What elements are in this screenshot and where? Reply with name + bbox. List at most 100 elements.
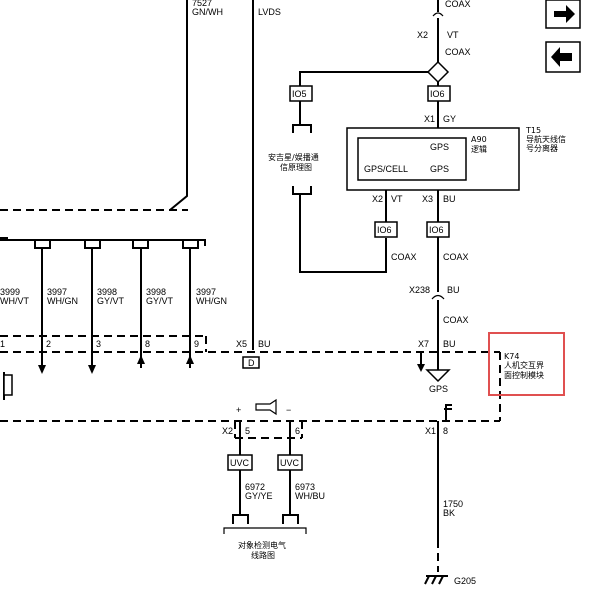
pin-5: 5 — [245, 426, 250, 436]
coax-label-2: COAX — [445, 47, 471, 57]
object-detect-note-2: 线路图 — [251, 550, 275, 560]
gps-label-a90: GPS — [430, 142, 449, 152]
io6-label-top: IO6 — [430, 89, 445, 99]
coax-label-5: COAX — [443, 315, 469, 325]
connector-x238 — [431, 294, 445, 300]
wire-9-color: WH/GN — [196, 296, 227, 306]
pin-x2-lower: X2 — [372, 194, 383, 204]
connector-3998-a — [84, 240, 101, 249]
pin-x3: X3 — [422, 194, 433, 204]
camera-icon — [255, 398, 277, 416]
connector-3997-b — [182, 240, 199, 249]
antitheft-note-2: 信原理图 — [280, 162, 312, 172]
antitheft-connector-bottom — [292, 186, 312, 195]
previous-page-button[interactable] — [545, 41, 581, 73]
d-connector — [242, 356, 260, 369]
wire-8-color: GY/VT — [146, 296, 174, 306]
a90-name: 逻辑 — [471, 144, 487, 154]
coax-label-3: COAX — [391, 252, 417, 262]
connector-6973 — [282, 514, 299, 524]
chassis-ground-symbol — [444, 404, 452, 421]
wire-7527-color: GN/WH — [192, 7, 223, 17]
pin-2: 2 — [46, 339, 51, 349]
wire-6973-color: WH/BU — [295, 491, 325, 501]
pin-x2-top: X2 — [417, 30, 428, 40]
arrow-up-8 — [137, 355, 145, 364]
io5-label: IO5 — [292, 89, 307, 99]
antitheft-return-wire — [299, 194, 387, 273]
connector-3998-b — [132, 240, 149, 249]
k74-id: K74 — [504, 352, 519, 361]
gps-cell-label: GPS/CELL — [364, 164, 408, 174]
pin-8-bottom: 8 — [443, 426, 448, 436]
t15-name-1: 导航天线信 — [526, 134, 566, 144]
wire-8-number: 3998 — [146, 287, 166, 297]
pin-6: 6 — [295, 426, 300, 436]
splice-diamond — [426, 60, 450, 84]
pin-x7: X7 — [418, 339, 429, 349]
wire-6972-color: GY/YE — [245, 491, 273, 501]
ground-label: G205 — [454, 576, 476, 586]
pin-3: 3 — [96, 339, 101, 349]
wire-3-number: 3998 — [97, 287, 117, 297]
pin-x238: X238 — [409, 285, 430, 295]
wire-7527-number: 7527 — [192, 0, 212, 8]
gps-antenna-symbol — [425, 369, 451, 383]
vt-label-lower: VT — [391, 194, 403, 204]
pin-1: 1 — [0, 339, 5, 349]
wire-1-number: 3999 — [0, 287, 20, 297]
gps-label-a90-2: GPS — [430, 164, 449, 174]
wire-3-color: GY/VT — [97, 296, 125, 306]
arrow-right-icon — [554, 5, 575, 23]
wire-1750-color: BK — [443, 508, 455, 518]
pin-x5: X5 — [236, 339, 247, 349]
wire-1750-number: 1750 — [443, 499, 463, 509]
plus-sign: + — [236, 405, 241, 415]
coax-label-4: COAX — [443, 252, 469, 262]
pin-x2-bottom: X2 — [222, 426, 233, 436]
lvds-label: LVDS — [258, 7, 281, 17]
pin-8: 8 — [145, 339, 150, 349]
io6-label-left: IO6 — [377, 225, 392, 235]
t15-id: T15 — [525, 126, 541, 135]
connector-6972 — [232, 514, 249, 524]
k74-name-1: 人机交互界 — [504, 360, 544, 370]
object-detect-note-1: 对象检测电气 — [238, 540, 286, 550]
arrow-down-gps — [417, 364, 425, 372]
pin-9: 9 — [194, 339, 199, 349]
next-page-button[interactable] — [545, 0, 581, 29]
wire-1-color: WH/VT — [0, 296, 29, 306]
io5-connector — [292, 124, 312, 133]
gps-label-k74: GPS — [429, 384, 448, 394]
d-connector-label: D — [248, 358, 255, 368]
splice-branch-left — [299, 71, 428, 86]
uvc-label-right: UVC — [280, 458, 300, 468]
bundle-header — [0, 239, 206, 246]
wire-9-number: 3997 — [196, 287, 216, 297]
connector-3997-a — [34, 240, 51, 249]
t15-name-2: 号分离器 — [526, 143, 558, 153]
a90-id: A90 — [471, 135, 487, 144]
bu-label-x5: BU — [258, 339, 271, 349]
arrow-up-9 — [186, 355, 194, 364]
wire-6972-number: 6972 — [245, 482, 265, 492]
object-detect-bracket — [223, 527, 307, 534]
k74-name-2: 面控制模块 — [504, 370, 544, 380]
minus-sign: − — [286, 405, 291, 415]
a90-module-inner — [357, 137, 467, 181]
arrow-left-icon — [551, 47, 572, 67]
pin-x1-top: X1 — [424, 114, 435, 124]
bu-label-upper: BU — [443, 194, 456, 204]
connector-x2-top — [432, 12, 444, 17]
arrow-down-3 — [88, 365, 96, 374]
io6-label-right: IO6 — [429, 225, 444, 235]
arrow-down-2 — [38, 365, 46, 374]
left-wire-bundle — [0, 237, 206, 400]
wire-7527 — [169, 0, 188, 211]
resistor-symbol — [3, 374, 13, 396]
gy-label: GY — [443, 114, 456, 124]
wire-2-number: 3997 — [47, 287, 67, 297]
bu-label-x7: BU — [443, 339, 456, 349]
ground-icon — [424, 575, 448, 585]
